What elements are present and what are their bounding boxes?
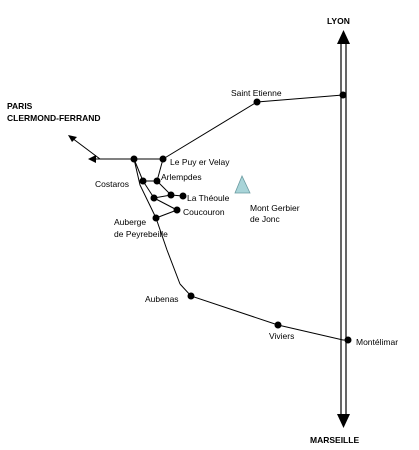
marker-auberge xyxy=(152,214,160,222)
label-arlempdes: Arlempdes xyxy=(161,172,202,182)
marker-saint-etienne xyxy=(253,98,261,106)
marker-costaros xyxy=(139,177,147,185)
label-marseille: MARSEILLE xyxy=(310,435,359,445)
roads xyxy=(68,94,348,341)
marker-le-puy xyxy=(159,155,167,163)
label-saint-etienne: Saint Etienne xyxy=(231,88,282,98)
marker-arlempdes xyxy=(153,177,161,185)
highway-lyon-marseille xyxy=(337,30,350,428)
marker-junction-mid xyxy=(150,194,158,202)
label-la-theoule: La Théoule xyxy=(187,193,230,203)
marker-junction-theoule xyxy=(167,191,175,199)
label-peyrebeille: de Peyrebeille xyxy=(114,229,168,239)
town-markers xyxy=(130,91,352,344)
marker-viviers xyxy=(274,321,282,329)
mont-gerbier-icon xyxy=(234,175,251,194)
marker-junction-west xyxy=(130,155,138,163)
label-paris: PARIS xyxy=(7,101,33,111)
label-clermont-ferrand: CLERMOND-FERRAND xyxy=(7,113,101,123)
label-montelimar: Montélimar xyxy=(356,337,398,347)
marker-aubenas xyxy=(187,292,195,300)
label-le-puy: Le Puy er Velay xyxy=(170,157,230,167)
arrow-south-icon xyxy=(337,414,350,428)
label-auberge: Auberge xyxy=(114,217,146,227)
label-viviers: Viviers xyxy=(269,331,294,341)
label-aubenas: Aubenas xyxy=(145,294,179,304)
marker-coucouron xyxy=(173,206,181,214)
label-lyon: LYON xyxy=(327,16,350,26)
marker-montelimar xyxy=(344,336,352,344)
label-mont-gerbier: Mont Gerbier xyxy=(250,203,300,213)
label-costaros: Costaros xyxy=(95,179,129,189)
arrow-west-icon xyxy=(88,155,96,163)
highway-junction-north xyxy=(339,91,347,99)
label-de-jonc: de Jonc xyxy=(250,214,281,224)
arrow-north-icon xyxy=(337,30,350,44)
marker-la-theoule xyxy=(179,192,187,200)
label-coucouron: Coucouron xyxy=(183,207,225,217)
arrow-paris-icon xyxy=(68,135,77,142)
